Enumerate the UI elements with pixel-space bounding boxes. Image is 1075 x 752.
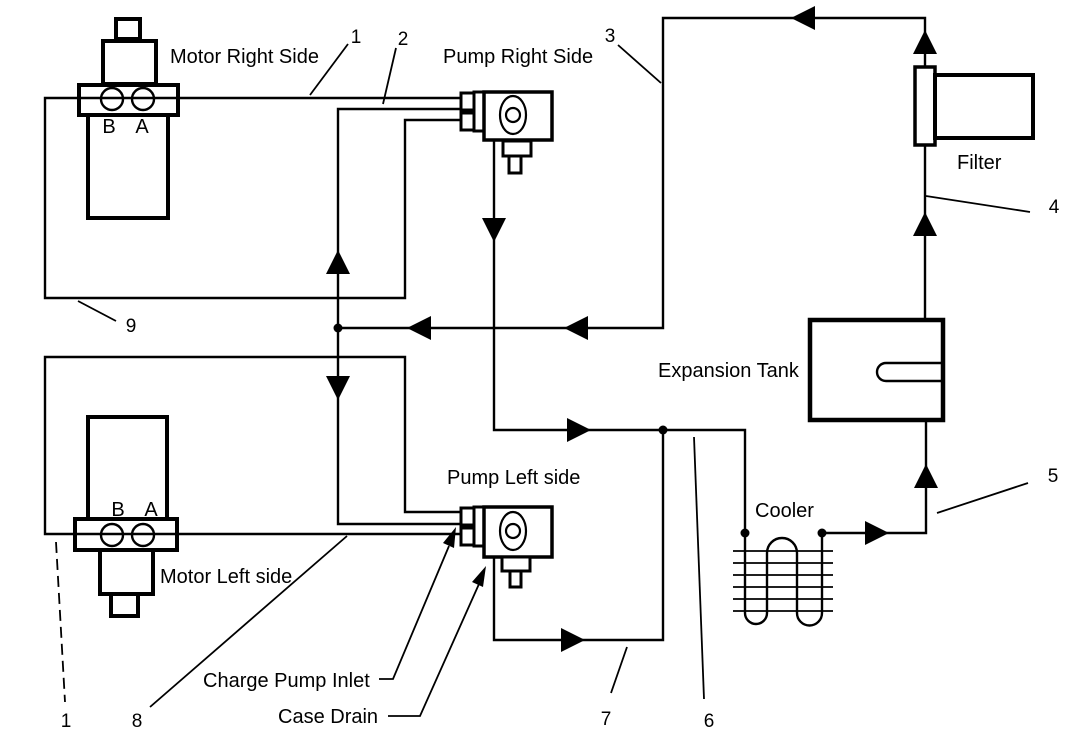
flow-arrow-left-icon	[564, 316, 588, 340]
pipe-motor-right-loop	[43, 96, 461, 300]
motor-right-port-a-circle	[130, 86, 156, 112]
motor-left-neck	[98, 548, 155, 596]
cooler-label: Cooler	[755, 500, 814, 522]
leader-6	[693, 436, 705, 700]
flow-arrow-right-icon	[567, 418, 591, 442]
flow-arrow-right-icon	[561, 628, 585, 652]
callout-4: 4	[1049, 197, 1060, 218]
motor-right-symbol	[77, 17, 180, 220]
charge-pump-inlet-label: Charge Pump Inlet	[203, 670, 370, 692]
cooler-symbol	[733, 533, 833, 627]
pump-right-symbol	[459, 90, 554, 175]
callout-2: 2	[398, 29, 409, 50]
pipe-cooler-to-tank	[822, 420, 928, 535]
motor-left-symbol	[73, 415, 179, 618]
pump-right-shaft	[504, 106, 522, 124]
junction-dot	[333, 323, 343, 333]
leader-7	[610, 646, 628, 694]
flow-arrows	[326, 6, 938, 652]
pipe-charge-line	[336, 107, 461, 526]
junction-dot	[740, 528, 750, 538]
motor-right-port-b-circle	[99, 86, 125, 112]
callout-6: 6	[704, 711, 715, 732]
leader-arrowhead-icon	[443, 527, 456, 548]
leader-4	[925, 195, 1031, 213]
pipe-motor-left-loop	[43, 355, 461, 536]
callout-leaders	[55, 43, 1031, 717]
motor-left-port-b-label: B	[111, 499, 124, 521]
pump-right-fitting	[501, 139, 533, 158]
leader-arrowhead-icon	[472, 566, 486, 587]
hydraulic-lines	[43, 16, 928, 642]
callout-numbers: 1 2 3 4 5 6 7 8 9 1	[61, 26, 1060, 732]
motor-left-cap	[109, 592, 140, 618]
flow-arrow-down-icon	[326, 376, 350, 400]
pump-left-fitting	[500, 555, 532, 573]
labels: Motor Right Side Pump Right Side Filter …	[102, 46, 1001, 728]
callout-1-top: 1	[351, 27, 362, 48]
flow-arrow-up-icon	[913, 30, 937, 54]
callout-1-bottom: 1	[61, 711, 72, 732]
cooler-fins	[733, 550, 833, 612]
motor-port-circles	[99, 86, 156, 548]
leader-1-top	[309, 43, 349, 96]
flow-arrow-down-icon	[482, 218, 506, 242]
cooler-coil	[743, 533, 824, 627]
expansion-tank-label: Expansion Tank	[658, 360, 800, 382]
filter-housing	[933, 73, 1035, 140]
leader-5	[936, 482, 1029, 514]
flow-arrow-left-icon	[791, 6, 815, 30]
motor-right-label: Motor Right Side	[170, 46, 319, 68]
callout-8: 8	[132, 711, 143, 732]
motor-left-port-a-circle	[130, 522, 156, 548]
leader-8	[149, 535, 348, 708]
pump-left-shaft	[504, 522, 522, 540]
motor-right-cap	[114, 17, 142, 41]
flow-arrow-up-icon	[913, 212, 937, 236]
pipe-return-to-filter	[338, 16, 927, 330]
motor-left-port-b-circle	[99, 522, 125, 548]
pump-left-fitting-stem	[508, 569, 523, 589]
case-drain-label: Case Drain	[278, 706, 378, 728]
flow-arrow-up-icon	[914, 464, 938, 488]
callout-3: 3	[605, 26, 616, 47]
motor-right-neck	[101, 39, 158, 86]
pump-right-label: Pump Right Side	[443, 46, 593, 68]
motor-right-port-b-label: B	[102, 116, 115, 138]
junction-dot	[817, 528, 827, 538]
flow-arrow-right-icon	[865, 521, 889, 545]
leader-charge-pump-inlet	[379, 545, 450, 680]
motor-left-label: Motor Left side	[160, 566, 292, 588]
callout-9: 9	[126, 316, 137, 337]
leader-9	[77, 300, 117, 322]
callout-7: 7	[601, 709, 612, 730]
motor-right-port-a-label: A	[135, 116, 149, 138]
flow-arrow-left-icon	[407, 316, 431, 340]
pump-right-fitting-stem	[507, 154, 523, 175]
callout-5: 5	[1048, 466, 1059, 487]
flow-arrow-up-icon	[326, 250, 350, 274]
pump-left-symbol	[459, 505, 554, 589]
leader-3	[617, 44, 662, 84]
expansion-tank-tube	[875, 361, 941, 383]
filter-symbol	[913, 65, 1035, 147]
motor-right-body	[86, 113, 170, 220]
junction-dot	[658, 425, 668, 435]
leader-1-bottom	[55, 541, 66, 703]
motor-left-port-a-label: A	[144, 499, 158, 521]
filter-element	[913, 65, 937, 147]
pump-left-label: Pump Left side	[447, 467, 580, 489]
filter-label: Filter	[957, 152, 1002, 174]
leader-case-drain	[388, 583, 480, 717]
expansion-tank-symbol	[807, 317, 946, 423]
motor-right-port-block	[77, 83, 180, 117]
pipe-pump-right-case-to-cooler	[492, 140, 747, 533]
leader-2	[382, 47, 397, 105]
junction-dots	[333, 323, 827, 538]
